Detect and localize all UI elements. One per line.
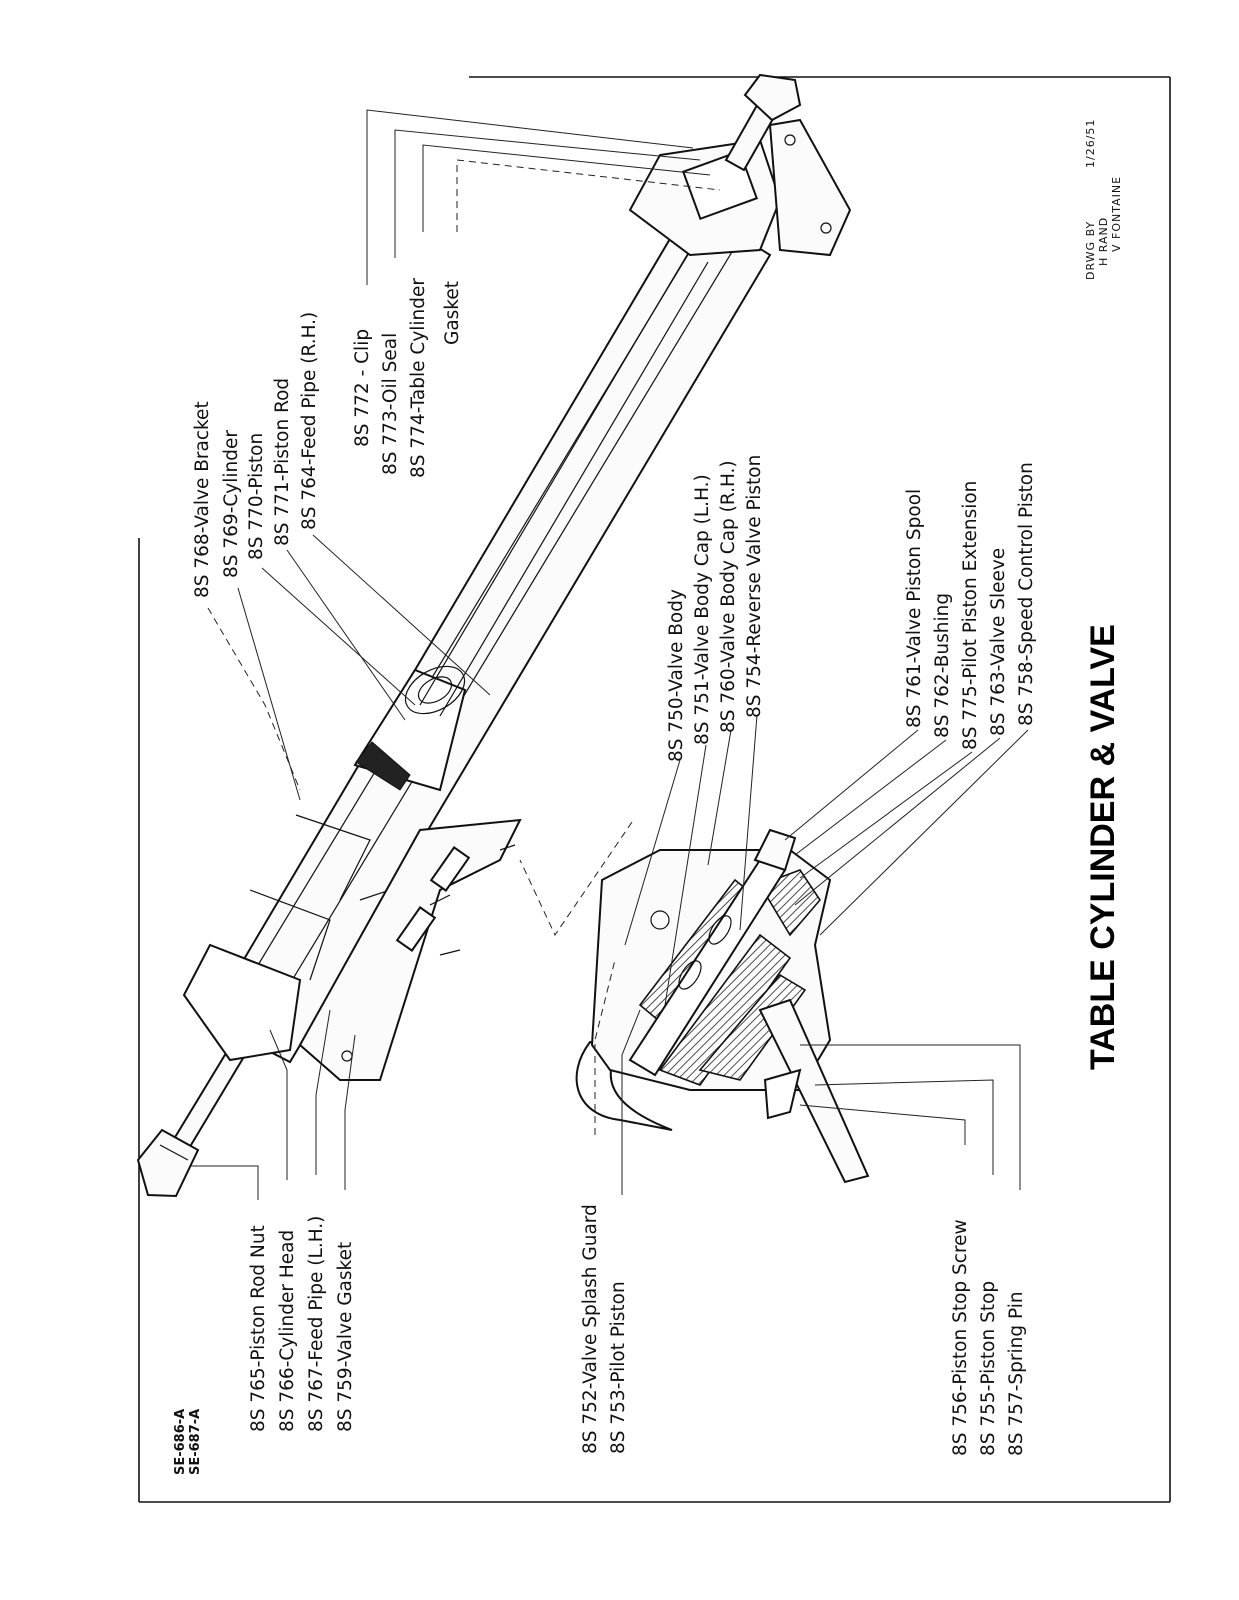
sheet-code-1: SE-686-A — [173, 1409, 188, 1475]
label-pilot-piston-extension: 8S 775-Pilot Piston Extension — [960, 481, 981, 750]
label-group-bottom-mid: 8S 752-Valve Splash Guard 8S 753-Pilot P… — [580, 1204, 629, 1454]
label-table-cylinder: 8S 774-Table Cylinder — [408, 278, 429, 478]
label-pilot-piston: 8S 753-Pilot Piston — [608, 1281, 629, 1454]
label-speed-control-piston: 8S 758-Speed Control Piston — [1016, 462, 1037, 726]
label-group-bottom-right: 8S 756-Piston Stop Screw 8S 755-Piston S… — [950, 1219, 1027, 1456]
label-reverse-valve-piston: 8S 754-Reverse Valve Piston — [744, 455, 765, 718]
label-piston-rod-nut: 8S 765-Piston Rod Nut — [248, 1225, 269, 1432]
table-cylinder-illustration — [136, 73, 852, 1198]
label-feed-pipe-rh: 8S 764-Feed Pipe (R.H.) — [299, 312, 320, 530]
label-valve-sleeve: 8S 763-Valve Sleeve — [988, 548, 1009, 736]
label-valve-body: 8S 750-Valve Body — [666, 589, 687, 762]
label-spring-pin: 8S 757-Spring Pin — [1006, 1291, 1027, 1456]
label-bushing: 8S 762-Bushing — [932, 593, 953, 738]
splash-guard-part — [575, 1040, 673, 1131]
leader-lines — [190, 109, 1029, 1200]
drafter-1: H RAND — [1097, 217, 1110, 266]
label-piston-stop-screw: 8S 756-Piston Stop Screw — [950, 1219, 971, 1456]
label-valve-bracket: 8S 768-Valve Bracket — [192, 401, 213, 598]
label-oil-seal: 8S 773-Oil Seal — [380, 333, 401, 475]
label-valve-piston-spool: 8S 761-Valve Piston Spool — [904, 489, 925, 728]
piston-rod-nut-part — [136, 1128, 200, 1198]
label-valve-body-cap-rh: 8S 760-Valve Body Cap (R.H.) — [718, 460, 739, 733]
label-group-top-right: 8S 772 - Clip 8S 773-Oil Seal 8S 774-Tab… — [352, 278, 463, 478]
drafter-2: V FONTAINE — [1110, 176, 1123, 252]
label-group-spool: 8S 761-Valve Piston Spool 8S 762-Bushing… — [904, 462, 1037, 750]
drawing-date: 1/26/51 — [1084, 119, 1097, 168]
label-clip: 8S 772 - Clip — [352, 329, 373, 447]
valve-assembly-illustration — [575, 828, 870, 1184]
label-piston-rod: 8S 771-Piston Rod — [272, 378, 293, 546]
label-cylinder: 8S 769-Cylinder — [221, 430, 242, 578]
drawing-title: TABLE CYLINDER & VALVE — [1084, 624, 1122, 1070]
label-valve-splash-guard: 8S 752-Valve Splash Guard — [580, 1204, 601, 1454]
label-group-bottom-left: 8S 765-Piston Rod Nut 8S 766-Cylinder He… — [248, 1216, 356, 1432]
label-feed-pipe-lh: 8S 767-Feed Pipe (L.H.) — [306, 1216, 327, 1432]
drawn-by-label: DRWG BY — [1084, 221, 1097, 280]
label-group-top: 8S 768-Valve Bracket 8S 769-Cylinder 8S … — [192, 312, 320, 598]
label-valve-body-cap-lh: 8S 751-Valve Body Cap (L.H.) — [692, 474, 713, 745]
label-piston: 8S 770-Piston — [246, 433, 267, 560]
label-cylinder-head: 8S 766-Cylinder Head — [277, 1230, 298, 1432]
sheet-code-2: SE-687-A — [188, 1409, 203, 1475]
drawing-border — [138, 76, 1171, 1503]
label-valve-gasket: 8S 759-Valve Gasket — [335, 1242, 356, 1432]
label-group-valve: 8S 750-Valve Body 8S 751-Valve Body Cap … — [666, 455, 765, 762]
right-end-plate-part — [768, 118, 852, 257]
sheet-codes: SE-686-A SE-687-A — [173, 1409, 203, 1475]
label-gasket: Gasket — [442, 281, 463, 345]
label-piston-stop: 8S 755-Piston Stop — [978, 1281, 999, 1456]
drafting-info: DRWG BY H RAND V FONTAINE 1/26/51 — [1084, 119, 1123, 280]
